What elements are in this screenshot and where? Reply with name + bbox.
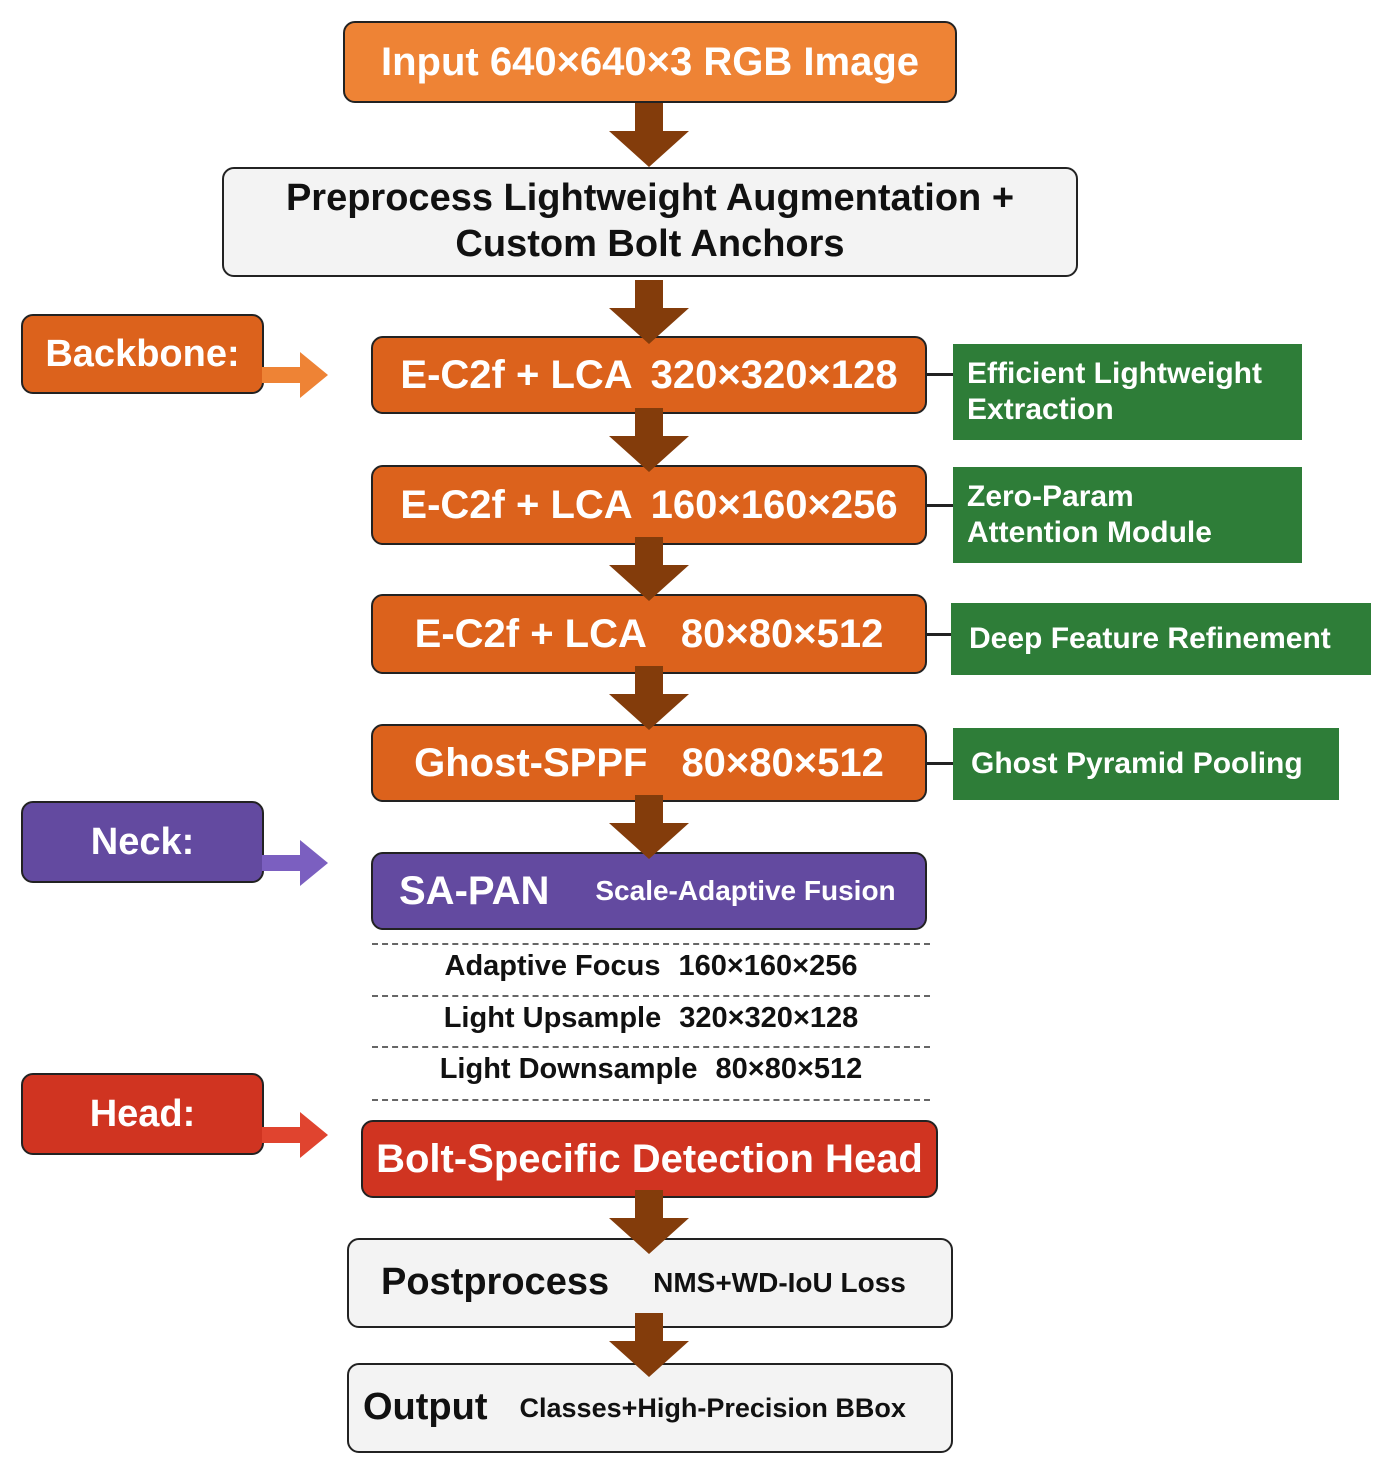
preprocess-line-2: Custom Bolt Anchors xyxy=(455,223,845,265)
stage-name: E-C2f + LCA xyxy=(414,612,647,656)
neck-name: SA-PAN xyxy=(399,869,550,913)
note-efficient-extraction: Efficient Lightweight Extraction xyxy=(953,344,1302,440)
preprocess-box: Preprocess Lightweight Augmentation + Cu… xyxy=(222,167,1078,277)
preprocess-line-1: Preprocess Lightweight Augmentation + xyxy=(285,177,1015,220)
output-sub: Classes+High-Precision BBox xyxy=(519,1392,906,1423)
head-arrow-icon xyxy=(262,1112,328,1158)
backbone-label: Backbone: xyxy=(21,314,264,394)
stage-dims: 80×80×512 xyxy=(681,741,884,785)
note-deep-feature: Deep Feature Refinement xyxy=(951,603,1371,675)
backbone-arrow-icon xyxy=(262,352,328,398)
head-label: Head: xyxy=(21,1073,264,1155)
backbone-stage-2: E-C2f + LCA 160×160×256 xyxy=(371,465,927,545)
down-arrow-icon xyxy=(609,666,689,730)
head-name: Bolt-Specific Detection Head xyxy=(376,1137,923,1181)
note-attention-module: Zero-Param Attention Module xyxy=(953,467,1302,563)
down-arrow-icon xyxy=(609,408,689,472)
neck-box: SA-PAN Scale-Adaptive Fusion xyxy=(371,852,927,930)
neck-arrow-icon xyxy=(262,840,328,886)
stage-name: E-C2f + LCA xyxy=(400,353,633,397)
down-arrow-icon xyxy=(609,103,689,167)
connector-2 xyxy=(927,504,953,507)
backbone-stage-4: Ghost-SPPF 80×80×512 xyxy=(371,724,927,802)
backbone-stage-3: E-C2f + LCA 80×80×512 xyxy=(371,594,927,674)
postprocess-name: Postprocess xyxy=(381,1261,610,1304)
head-box: Bolt-Specific Detection Head xyxy=(361,1120,938,1198)
divider xyxy=(372,1099,930,1101)
output-name: Output xyxy=(363,1386,488,1429)
stage-dims: 320×320×128 xyxy=(650,353,898,397)
down-arrow-icon xyxy=(609,1190,689,1254)
stage-name: Ghost-SPPF xyxy=(414,741,648,785)
divider xyxy=(372,943,930,945)
divider xyxy=(372,995,930,997)
postprocess-sub: NMS+WD-IoU Loss xyxy=(653,1267,906,1299)
down-arrow-icon xyxy=(609,280,689,344)
down-arrow-icon xyxy=(609,537,689,601)
down-arrow-icon xyxy=(609,795,689,859)
neck-label: Neck: xyxy=(21,801,264,883)
backbone-stage-1: E-C2f + LCA 320×320×128 xyxy=(371,336,927,414)
stage-dims: 80×80×512 xyxy=(680,612,884,656)
neck-sub: Scale-Adaptive Fusion xyxy=(595,875,896,907)
connector-4 xyxy=(927,762,953,765)
input-box: Input 640×640×3 RGB Image xyxy=(343,21,957,103)
connector-1 xyxy=(927,373,953,376)
divider xyxy=(372,1046,930,1048)
connector-3 xyxy=(927,633,951,636)
stage-name: E-C2f + LCA xyxy=(400,483,633,527)
down-arrow-icon xyxy=(609,1313,689,1377)
note-ghost-pooling: Ghost Pyramid Pooling xyxy=(953,728,1339,800)
input-label: Input 640×640×3 RGB Image xyxy=(380,40,919,84)
stage-dims: 160×160×256 xyxy=(650,483,898,527)
